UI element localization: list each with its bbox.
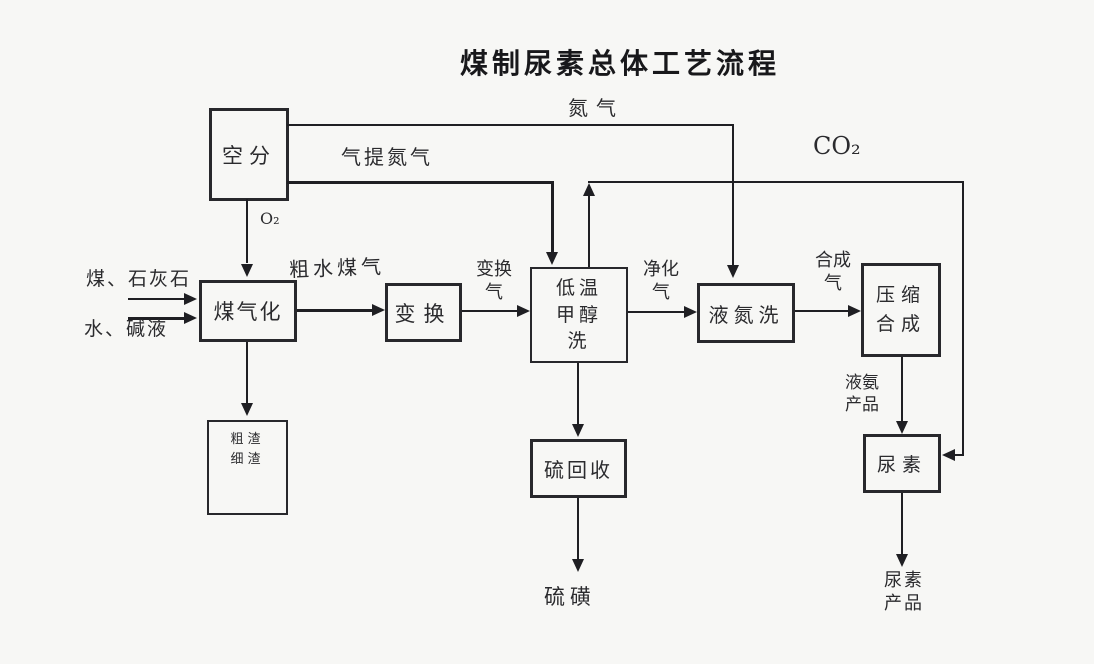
slag-label-line2: 细渣 xyxy=(230,451,265,467)
syngas-arrowhead xyxy=(848,305,861,317)
compression-synthesis-label-line2: 合成 xyxy=(875,313,926,335)
methanol-wash-label-line1: 低温 xyxy=(555,277,602,300)
stripping-nitrogen-label: 气提氮气 xyxy=(341,145,433,169)
co2-stub-line xyxy=(946,454,964,456)
methanol-to-sulfur-recovery-line xyxy=(577,363,579,424)
air-separation-box: 空分 xyxy=(209,108,289,201)
co2-up-arrowhead xyxy=(583,183,595,196)
shift-gas-arrowhead xyxy=(517,305,530,317)
nitrogen-label: 氮气 xyxy=(568,96,624,120)
sulfur-output-arrowhead xyxy=(572,559,584,572)
coal-limestone-label: 煤、石灰石 xyxy=(86,268,192,290)
co2-line-horizontal xyxy=(588,181,964,183)
water-lye-arrow-line xyxy=(128,317,186,320)
stripping-nitrogen-line-vertical xyxy=(551,181,554,255)
slag-box: 粗渣 细渣 xyxy=(207,420,288,515)
sulfur-recovery-label: 硫回收 xyxy=(544,458,613,482)
water-lye-arrowhead xyxy=(184,312,197,324)
urea-box: 尿素 xyxy=(863,434,941,493)
shift-gas-label: 变换 气 xyxy=(476,259,512,304)
ammonia-to-urea-line xyxy=(901,357,903,421)
compression-synthesis-label-line1: 压缩 xyxy=(875,283,926,306)
crude-water-gas-arrowhead xyxy=(372,304,385,316)
ammonia-to-urea-arrowhead xyxy=(896,421,908,434)
oxygen-line xyxy=(246,199,248,263)
co2-label: CO₂ xyxy=(813,132,861,160)
crude-water-gas-label: 粗水煤气 xyxy=(288,254,386,282)
urea-product-arrowhead xyxy=(896,554,908,567)
urea-product-line xyxy=(901,493,903,554)
stripping-nitrogen-line-horizontal xyxy=(287,181,554,184)
nitrogen-arrowhead xyxy=(727,265,739,278)
urea-label: 尿素 xyxy=(876,454,927,476)
liquid-ammonia-product-label: 液氨 产品 xyxy=(845,373,879,416)
methanol-to-sulfur-recovery-arrowhead xyxy=(572,424,584,437)
coal-gasification-label: 煤气化 xyxy=(213,300,283,324)
liquid-nitrogen-wash-box: 液氮洗 xyxy=(697,283,795,343)
coal-limestone-arrowhead xyxy=(184,293,197,305)
nitrogen-line-vertical xyxy=(732,124,734,267)
coal-gasification-box: 煤气化 xyxy=(199,280,297,342)
shift-label: 变换 xyxy=(394,301,453,326)
methanol-wash-label-line2: 甲醇 xyxy=(555,303,602,326)
sulfur-recovery-box: 硫回收 xyxy=(530,439,627,498)
shift-box: 变换 xyxy=(385,283,462,342)
crude-water-gas-arrow-line xyxy=(297,309,373,312)
purified-gas-arrowhead xyxy=(684,306,697,318)
sulfur-label: 硫磺 xyxy=(544,585,596,609)
purified-gas-arrow-line xyxy=(628,311,685,313)
syngas-label: 合成 气 xyxy=(815,250,851,295)
syngas-arrow-line xyxy=(795,310,849,312)
methanol-wash-label-line3: 洗 xyxy=(567,330,591,353)
coal-limestone-arrow-line xyxy=(128,298,186,300)
liquid-nitrogen-wash-label: 液氮洗 xyxy=(708,302,784,327)
co2-left-arrowhead xyxy=(942,449,955,461)
stripping-nitrogen-arrowhead xyxy=(546,252,558,265)
shift-gas-arrow-line xyxy=(462,310,518,312)
purified-gas-label: 净化 气 xyxy=(643,259,679,304)
sulfur-output-line xyxy=(577,498,579,559)
co2-line-vertical xyxy=(962,181,964,456)
o2-label: O₂ xyxy=(260,209,280,228)
gasifier-to-slag-arrowhead xyxy=(241,403,253,416)
co2-riser-line xyxy=(588,186,590,267)
air-separation-label: 空分 xyxy=(222,143,276,168)
oxygen-arrowhead xyxy=(241,264,253,277)
nitrogen-line-horizontal xyxy=(287,124,734,126)
urea-product-label: 尿素 产品 xyxy=(884,570,924,615)
methanol-wash-box: 低温 甲醇 洗 xyxy=(530,267,628,363)
compression-synthesis-box: 压缩 合成 xyxy=(861,263,941,357)
water-lye-label: 水、碱液 xyxy=(84,318,169,340)
slag-label-line1: 粗渣 xyxy=(230,432,265,447)
gasifier-to-slag-line xyxy=(246,342,248,403)
diagram-title: 煤制尿素总体工艺流程 xyxy=(460,47,781,80)
